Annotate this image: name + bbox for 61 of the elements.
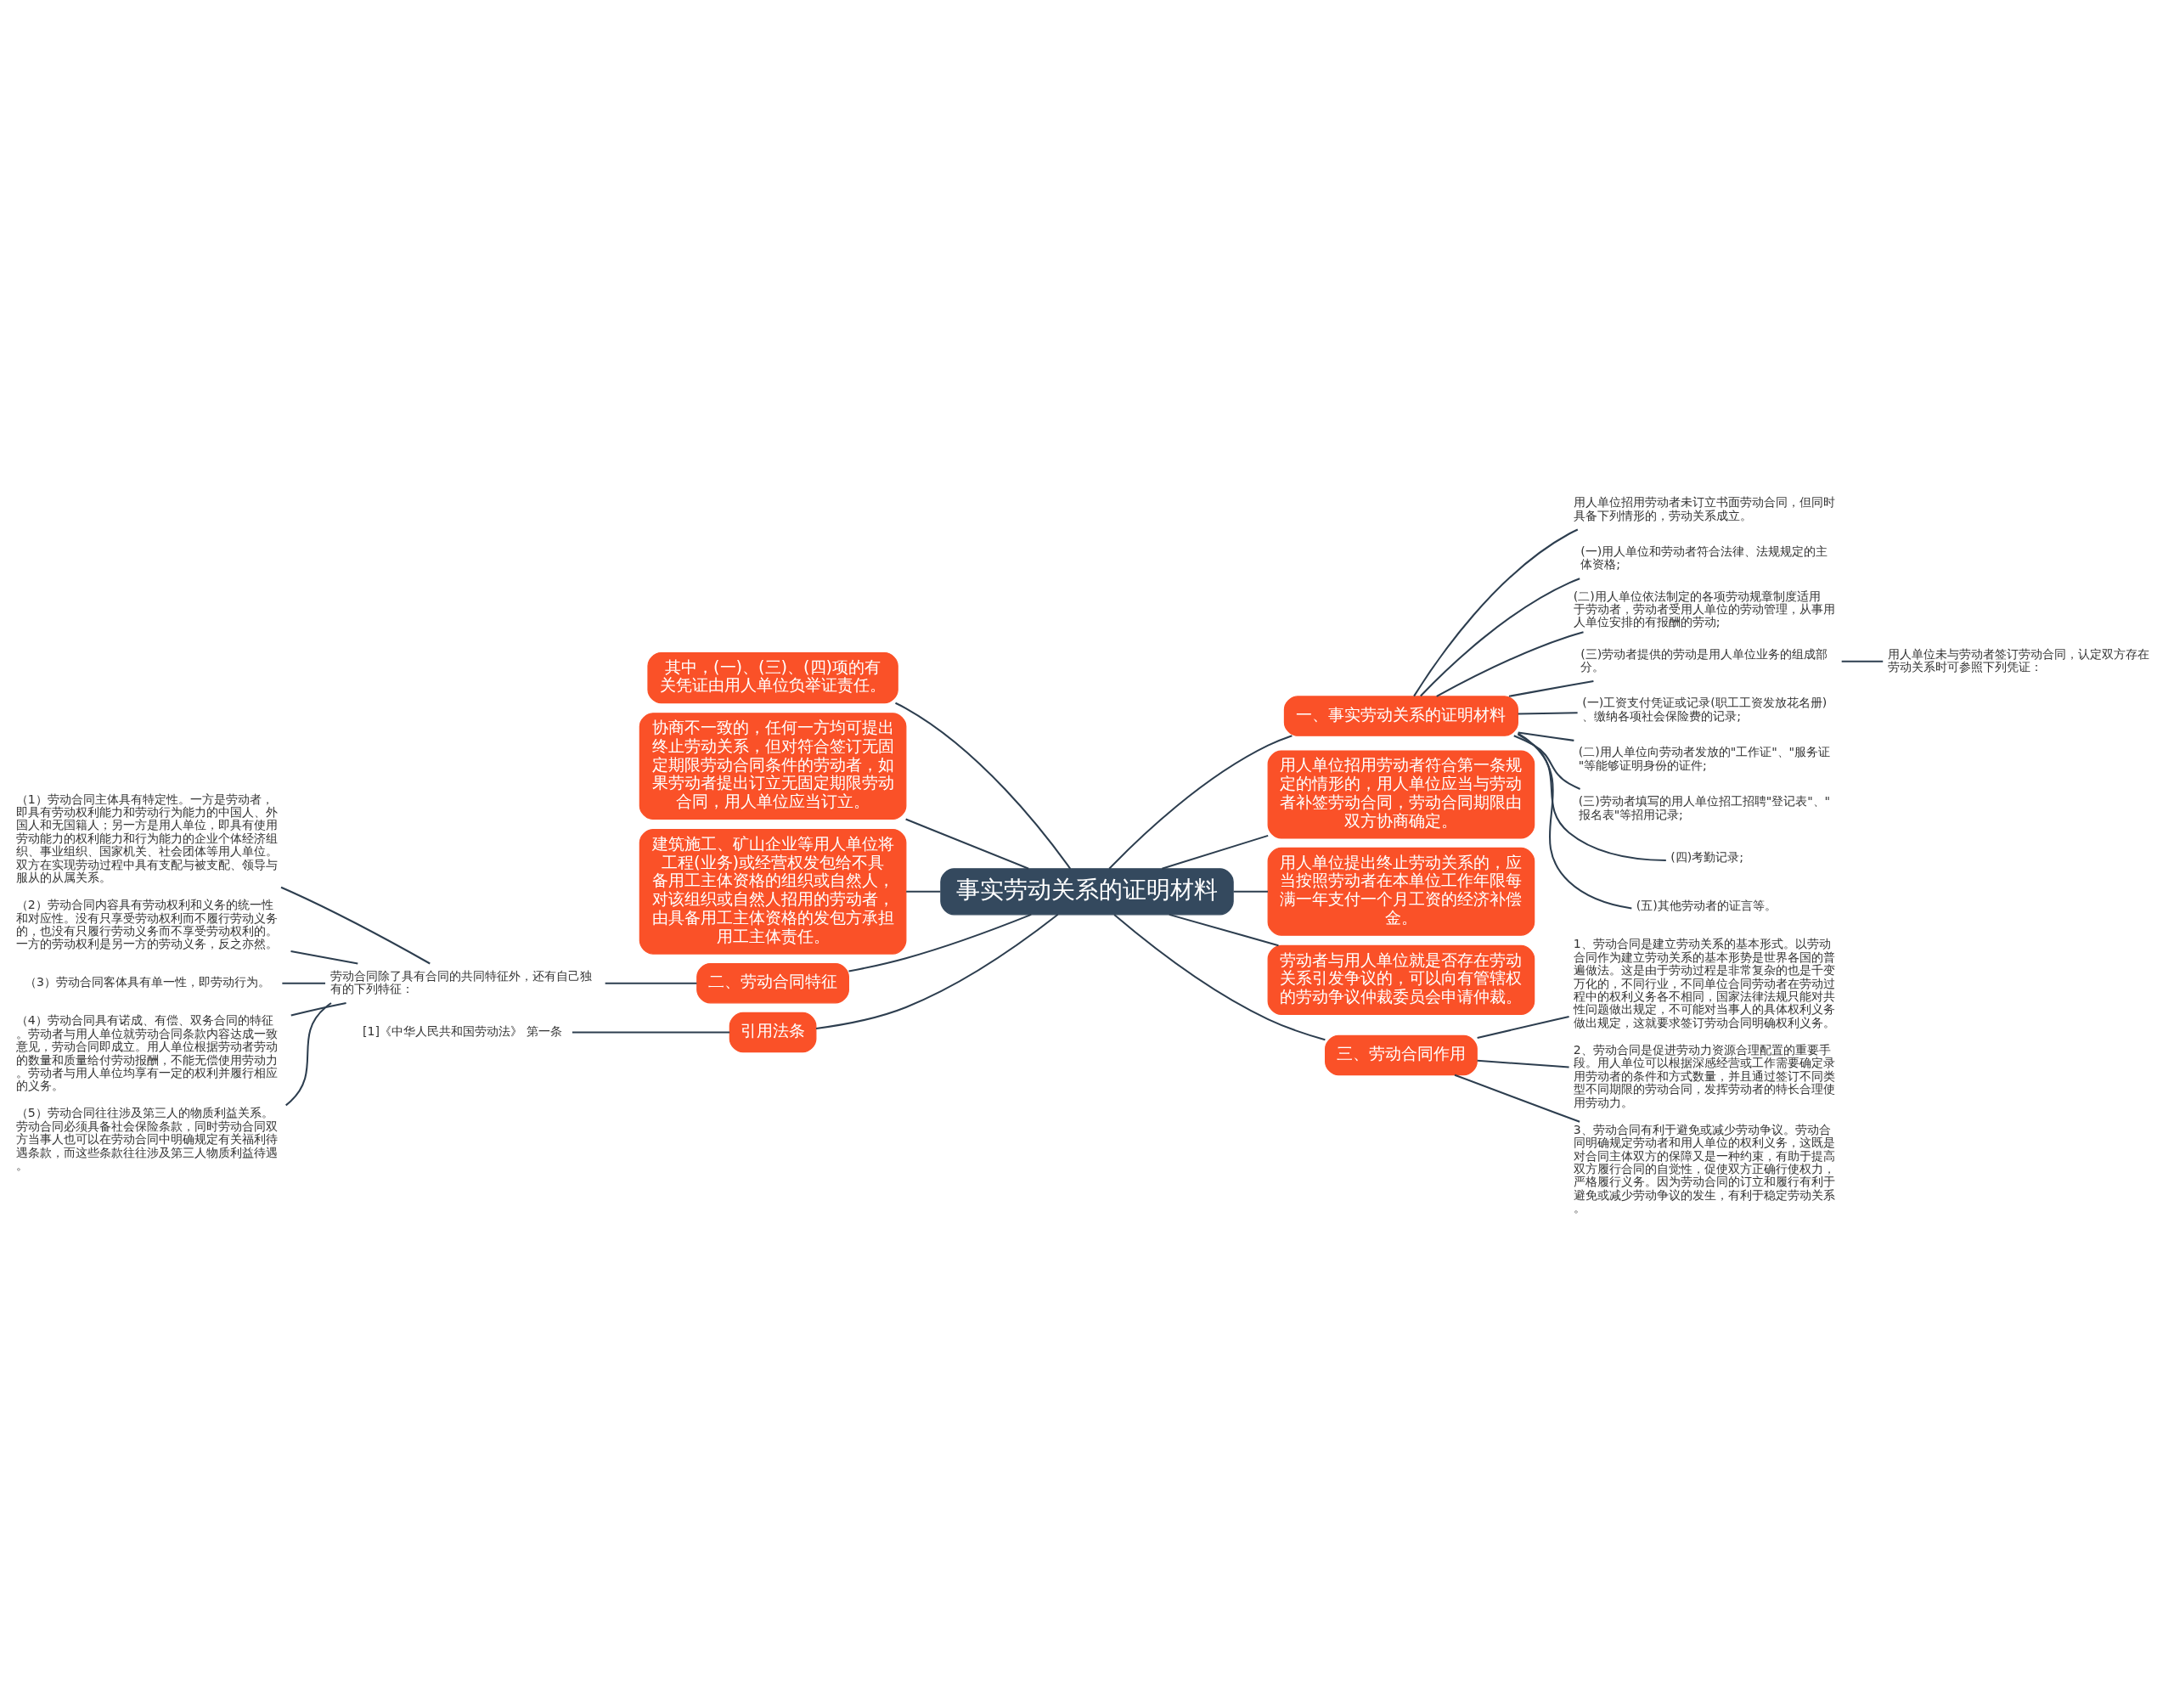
node-text: （3）劳动合同客体具有单一性，即劳动行为。: [24, 975, 270, 989]
connector: [1113, 914, 1326, 1041]
connector: [1454, 1074, 1580, 1123]
connector: [1477, 1059, 1569, 1068]
connector: [1233, 890, 1268, 893]
node-box: 用人单位提出终止劳动关系的，应当按照劳动者在本单位工作年限每满一年支付一个月工资的经济补偿金。: [1267, 847, 1535, 936]
connector: [815, 914, 1059, 1029]
node-box: 建筑施工、矿山企业等用人单位将工程(业务)或经营权发包给不具备用工主体资格的组织或自然人，对该组织或自然人招用的劳动者，由具备用工主体资格的发包方承担用工主体责任。: [639, 828, 907, 955]
node-text: （2）劳动合同内容具有劳动权利和义务的统一性和对应性。没有只享受劳动权利而不履行劳动义务的，也没有只履行劳动义务而不享受劳动权利的。一方的劳动权利是另一方的劳动义务，反之亦然。: [15, 898, 278, 951]
node-text: 用人单位招用劳动者未订立书面劳动合同，但同时具备下列情形的，劳动关系成立。: [1573, 495, 1835, 522]
connector: [906, 890, 941, 893]
connector: [1517, 733, 1666, 862]
node-box: 引用法条: [729, 1012, 817, 1053]
connector: [290, 1001, 346, 1017]
connector: [1508, 679, 1594, 697]
connector: [905, 818, 1029, 870]
node-text: (二)用人单位向劳动者发放的"工作证"、"服务证"等能够证明身份的证件;: [1578, 745, 1831, 772]
connector: [1169, 913, 1279, 947]
connector: [285, 1002, 332, 1107]
connector: [1513, 735, 1580, 790]
node-text: 3、劳动合同有利于避免或减少劳动争议。劳动合同明确规定劳动者和用人单位的权利义务，这既是对合同主体双方的保障又是一种约束，有助于提高双方履行合同的自觉性，促使双方正确行使权力，严格履行义务。因为劳动合同的订立和履行有利于避免或减少劳动争议的发生，有利于稳定劳动关系。: [1573, 1122, 1835, 1215]
node-box: 协商不一致的，任何一方均可提出终止劳动关系，但对符合签订无固定期限劳动合同条件的劳动者，如果劳动者提出订立无固定期限劳动合同，用人单位应当订立。: [639, 713, 907, 820]
node-text: 劳动合同除了具有合同的共同特征外，还有自己独有的下列特征：: [329, 968, 592, 996]
node-box: 事实劳动关系的证明材料: [940, 868, 1234, 916]
connector: [1420, 578, 1580, 697]
node-text: （1）劳动合同主体具有特定性。一方是劳动者，即具有劳动权利能力和劳动行为能力的中国人、外国人和无国籍人；另一方是用人单位，即具有使用劳动能力的权利能力和行为能力的企业个体经济组织、事业组织、国家机关、社会团体等用人单位。双方在实现劳动过程中具有支配与被支配、领导与服从的从属关系。: [15, 792, 278, 884]
node-text: (五)其他劳动者的证言等。: [1636, 899, 1777, 913]
node-text: (三)劳动者提供的劳动是用人单位业务的组成部分。: [1580, 646, 1828, 674]
node-text: [1]《中华人民共和国劳动法》 第一条: [363, 1024, 562, 1039]
node-text: (三)劳动者填写的用人单位招工招聘"登记表"、"报名表"等招用记录;: [1578, 794, 1831, 821]
node-box: 劳动者与用人单位就是否存在劳动关系引发争议的，可以向有管辖权的劳动争议仲裁委员会申请仲裁。: [1267, 944, 1535, 1015]
connector: [1518, 731, 1574, 741]
node-text: (四)考勤记录;: [1670, 849, 1743, 864]
connector: [1517, 732, 1632, 910]
node-text: 1、劳动合同是建立劳动关系的基本形式。以劳动合同作为建立劳动关系的基本形势是世界各国的普遍做法。这是由于劳动过程是非常复杂的也是千变万化的，不同行业，不同单位合同劳动者在劳动过程中的权利义务各不相同，国家法律法规只能对共性问题做出规定，不可能对当事人的具体权利义务做出规定，这就要求签订劳动合同明确权利义务。: [1573, 937, 1835, 1029]
node-text: （4）劳动合同具有诺成、有偿、双务合同的特征。劳动者与用人单位就劳动合同条款内容达成一致意见，劳动合同即成立。用人单位根据劳动者劳动的数量和质量给付劳动报酬，不能无偿使用劳动力。劳动者与用人单位均享有一定的权利并履行相应的义务。: [15, 1013, 278, 1093]
connector: [1477, 1015, 1569, 1039]
node-text: （5）劳动合同往往涉及第三人的物质利益关系。劳动合同必须具备社会保险条款，同时劳动合同双方当事人也可以在劳动合同中明确规定有关福利待遇条款，而这些条款往往涉及第三人物质利益待遇。: [15, 1106, 278, 1173]
node-box: 三、劳动合同作用: [1325, 1034, 1478, 1076]
node-text: (一)工资支付凭证或记录(职工工资发放花名册)、缴纳各项社会保险费的记录;: [1582, 696, 1828, 723]
connector: [605, 982, 697, 984]
node-text: 2、劳动合同是促进劳动力资源合理配置的重要手段。用人单位可以根据深感经营或工作需要确定录用劳动者的条件和方式数量，并且通过签订不同类型不同期限的劳动合同，发挥劳动者的特长合理使用劳动力。: [1573, 1042, 1835, 1109]
connector: [1841, 660, 1884, 662]
node-box: 其中，(一)、(三)、(四)项的有关凭证由用人单位负举证责任。: [647, 651, 898, 704]
connector: [572, 1031, 730, 1034]
connector: [280, 886, 431, 965]
node-text: (一)用人单位和劳动者符合法律、法规规定的主体资格;: [1580, 544, 1828, 572]
connector: [848, 913, 1032, 972]
connector: [1413, 528, 1579, 697]
node-text: (二)用人单位依法制定的各项劳动规章制度适用于劳动者，劳动者受用人单位的劳动管理，从事用人单位安排的有报酬的劳动;: [1573, 589, 1835, 629]
connector: [1162, 834, 1269, 870]
node-box: 用人单位招用劳动者符合第一条规定的情形的，用人单位应当与劳动者补签劳动合同，劳动合同期限由双方协商确定。: [1267, 750, 1535, 839]
connector: [290, 950, 358, 965]
connector: [1436, 631, 1584, 697]
connector: [282, 982, 326, 984]
node-text: 用人单位未与劳动者签订劳动合同，认定双方存在劳动关系时可参照下列凭证：: [1887, 646, 2149, 674]
node-box: 一、事实劳动关系的证明材料: [1283, 696, 1518, 736]
connector: [1108, 735, 1293, 870]
connector: [895, 702, 1072, 870]
node-box: 二、劳动合同特征: [696, 962, 849, 1004]
connector: [1518, 712, 1578, 715]
